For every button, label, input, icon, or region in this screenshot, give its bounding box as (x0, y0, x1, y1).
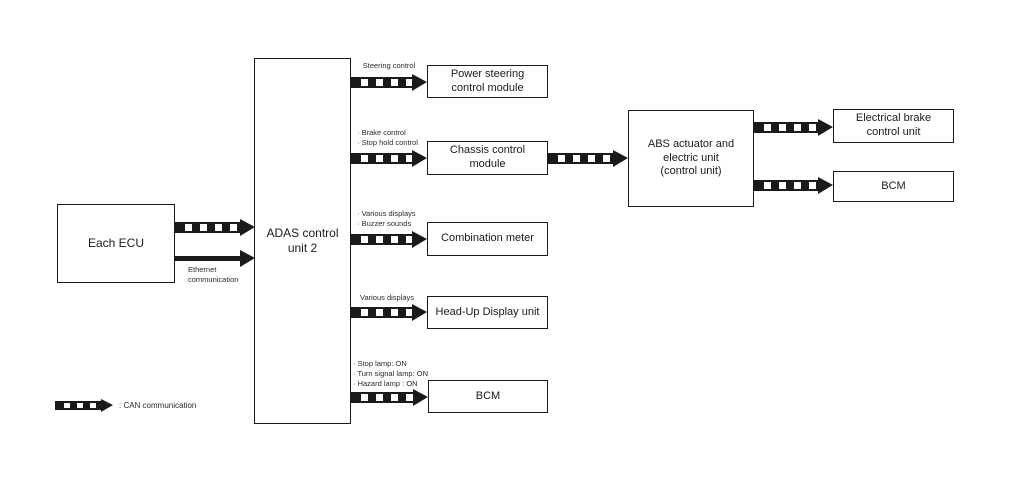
label-ethernet-communication: Ethernet communication (188, 265, 239, 284)
arrow-shaft (175, 256, 242, 261)
arrow-head-icon (412, 74, 427, 91)
can-arrow-adas-to-combination-meter (351, 231, 427, 248)
can-arrow-abs-to-bcm (754, 177, 833, 194)
box-bcm-left: BCM (428, 380, 548, 413)
label-steering-control: Steering control (362, 61, 416, 70)
box-electrical-brake-control-unit: Electrical brake control unit (833, 109, 954, 143)
arrow-shaft (351, 77, 414, 88)
can-arrow-adas-to-power-steering (351, 74, 427, 91)
box-chassis-control-module: Chassis control module (427, 141, 548, 175)
can-arrow-chassis-to-abs (548, 150, 628, 167)
arrow-head-icon (101, 399, 113, 412)
can-arrow-adas-to-hud (351, 304, 427, 321)
arrow-head-icon (412, 231, 427, 248)
box-bcm-right: BCM (833, 171, 954, 202)
arrow-head-icon (240, 250, 255, 267)
arrow-shaft (55, 401, 102, 410)
can-arrow-ecu-to-adas (175, 219, 255, 236)
arrow-shaft (351, 234, 414, 245)
arrow-head-icon (613, 150, 628, 167)
arrow-head-icon (240, 219, 255, 236)
label-displays-buzzer: · Various displays · Buzzer sounds (357, 209, 416, 228)
arrow-shaft (351, 153, 414, 164)
can-arrow-adas-to-chassis (351, 150, 427, 167)
legend-can-label: : CAN communication (119, 401, 197, 410)
box-combination-meter: Combination meter (427, 222, 548, 256)
ethernet-arrow-ecu-to-adas (175, 250, 255, 267)
arrow-head-icon (818, 119, 833, 136)
box-head-up-display-unit: Head-Up Display unit (427, 296, 548, 329)
arrow-shaft (548, 153, 615, 164)
arrow-head-icon (413, 389, 428, 406)
arrow-shaft (351, 392, 415, 403)
arrow-head-icon (818, 177, 833, 194)
arrow-shaft (754, 180, 820, 191)
arrow-shaft (351, 307, 414, 318)
arrow-head-icon (412, 304, 427, 321)
box-power-steering-control-module: Power steering control module (427, 65, 548, 98)
label-lamps-on: · Stop lamp: ON · Turn signal lamp: ON ·… (353, 359, 429, 388)
legend-can-arrow-icon (55, 399, 113, 412)
arrow-head-icon (412, 150, 427, 167)
can-arrow-adas-to-bcm (351, 389, 428, 406)
box-abs-actuator: ABS actuator and electric unit (control … (628, 110, 754, 207)
label-various-displays: Various displays (360, 293, 415, 302)
can-arrow-abs-to-electrical-brake (754, 119, 833, 136)
box-each-ecu: Each ECU (57, 204, 175, 283)
arrow-shaft (175, 222, 242, 233)
box-adas-control-unit-2: ADAS control unit 2 (254, 58, 351, 424)
label-brake-stop-hold: · Brake control · Stop hold control (357, 128, 418, 147)
arrow-shaft (754, 122, 820, 133)
